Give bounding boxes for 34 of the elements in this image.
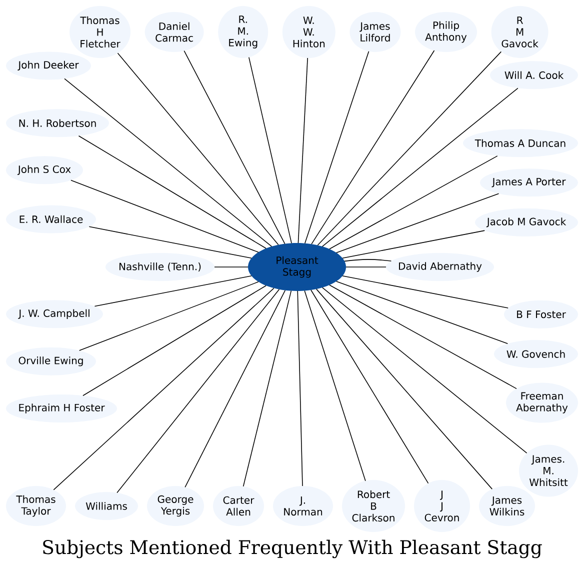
connector-line [82, 285, 266, 396]
connector-line [342, 230, 485, 259]
connector-line [322, 287, 528, 454]
connector-line [297, 290, 303, 486]
connector-line [78, 281, 259, 351]
connector-line [214, 266, 248, 268]
connector-line [242, 290, 292, 487]
connector-line [310, 290, 429, 484]
connector-line [311, 50, 435, 244]
connector-line [88, 226, 252, 259]
connector-line [329, 156, 498, 250]
connector-line [304, 290, 366, 482]
connector-line [346, 266, 386, 268]
connector-line [184, 290, 286, 488]
connector-line [116, 288, 280, 494]
connector-line [329, 284, 517, 390]
connector-line [184, 50, 286, 244]
connector-line [248, 56, 292, 244]
connector-line [322, 88, 518, 247]
connector-line [344, 259, 392, 262]
connector-line [336, 280, 508, 344]
connector-line [78, 135, 266, 249]
connector-line [317, 51, 502, 246]
connector-line [336, 193, 500, 254]
connector-line [53, 288, 274, 490]
connector-line [64, 78, 272, 247]
connector-line [298, 58, 308, 244]
connector-line [70, 180, 259, 253]
connector-line [342, 275, 508, 308]
diagram-title: Subjects Mentioned Frequently With Pleasant Stagg [43, 540, 542, 558]
connector-line [316, 288, 493, 490]
connector-line [117, 52, 279, 246]
connector-line [94, 275, 252, 307]
connector-line [304, 50, 370, 244]
